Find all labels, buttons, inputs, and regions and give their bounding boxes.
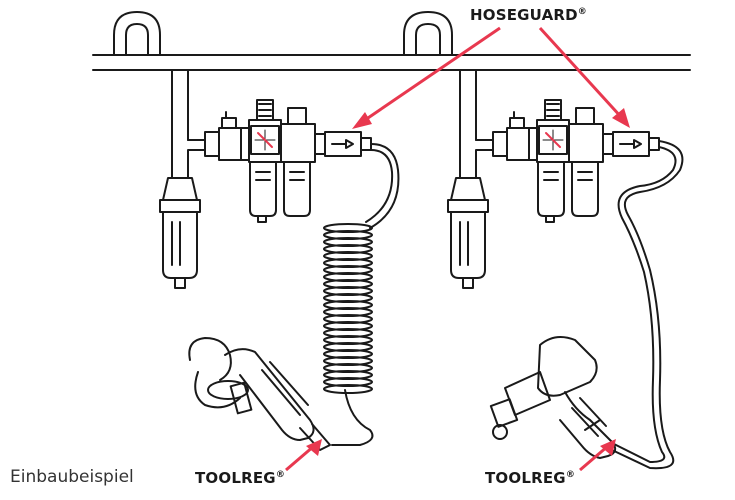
caption: Einbaubeispiel [10,467,134,487]
coiled-hose [323,143,400,446]
overhead-air-line [92,11,691,71]
pressure-gauge [538,125,568,155]
angle-grinder [188,337,331,451]
hoseguard-label: HOSEGUARD® [470,6,587,24]
shutoff-valve [492,111,530,161]
registered-mark: ® [275,470,286,480]
pressure-gauge [250,125,280,155]
left-drop-assembly [159,69,400,451]
arrow-hoseguard-right [538,26,630,128]
hoseguard-name: HOSEGUARD [470,6,578,24]
arrow-toolreg-right [579,439,616,472]
toolreg-right-name: TOOLREG [485,469,566,487]
registered-mark: ® [577,7,587,17]
arrow-toolreg-left [285,439,322,472]
toolreg-left-label: TOOLREG® [195,469,285,487]
pointer-arrows [285,26,630,472]
hoseguard-left [314,131,372,157]
toolreg-left-name: TOOLREG [195,469,276,487]
registered-mark: ® [565,470,576,480]
shutoff-valve [204,111,242,161]
filter-regulator-lubricator [240,99,316,223]
right-drop-assembly [447,69,684,470]
hose-coil-turn [323,384,373,394]
arrow-hoseguard-left [352,26,501,129]
straight-hose [611,140,684,470]
toolreg-right-label: TOOLREG® [485,469,575,487]
impact-wrench [489,335,617,459]
filter-regulator-lubricator [528,99,604,223]
hoseguard-right [602,131,660,157]
